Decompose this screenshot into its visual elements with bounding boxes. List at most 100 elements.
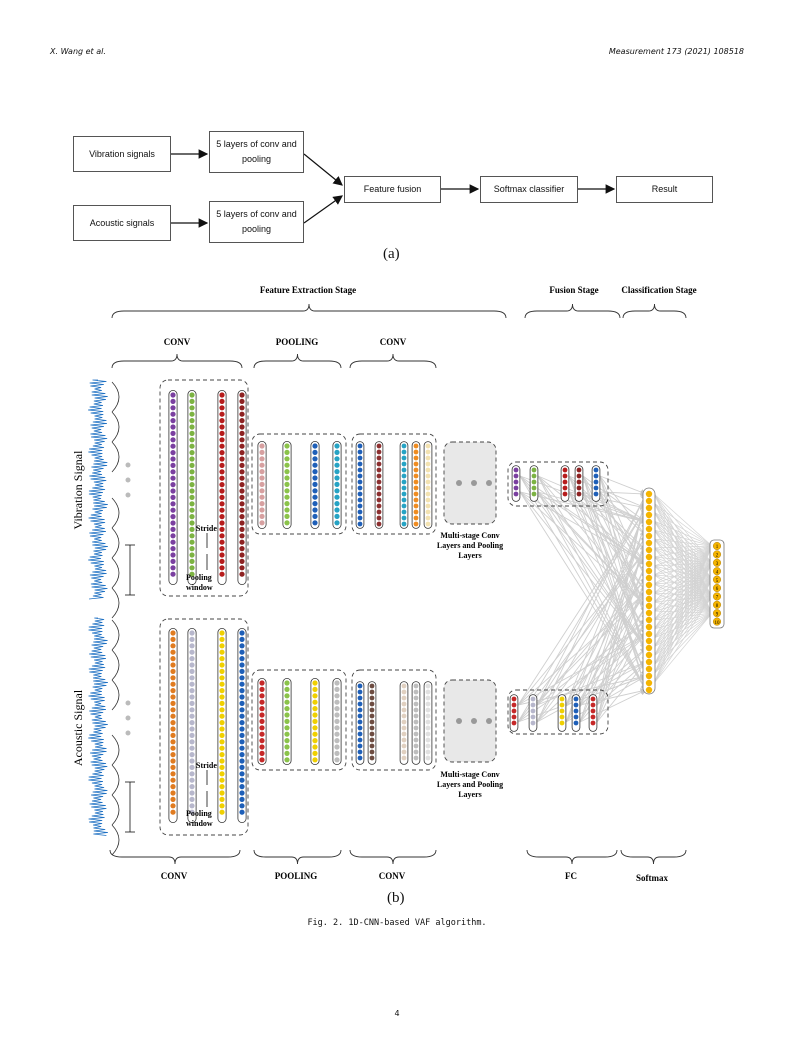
conv1-col-node <box>219 694 225 700</box>
conv1-col-node <box>239 803 245 809</box>
conv1-col-node <box>239 681 245 687</box>
fc-col-node <box>573 714 579 720</box>
conv1-col-node <box>239 488 245 494</box>
conv2-col-node <box>369 683 375 689</box>
pool-col-node <box>334 693 340 699</box>
stage-feature-extraction: Feature Extraction Stage <box>260 285 356 295</box>
conv-pooling-box-bottom: 5 layers of conv and pooling <box>209 201 304 243</box>
conv1-col-node <box>219 494 225 500</box>
conv2-col-node <box>357 743 363 749</box>
conv2-col-node <box>413 683 419 689</box>
fc-connection <box>596 493 648 706</box>
pool-col-node <box>334 744 340 750</box>
conv1-col-node <box>219 514 225 520</box>
conv1-col-node <box>189 558 195 565</box>
conv1-col-node <box>170 790 176 796</box>
conv1-col-node <box>189 475 195 481</box>
pool-col-node <box>312 699 318 705</box>
conv2-col-node <box>425 443 431 449</box>
conv1-col-node <box>219 430 225 436</box>
conv1-col-node <box>239 809 245 815</box>
output-class-label: 1 <box>716 545 719 550</box>
conv1-col-node <box>239 720 245 726</box>
fc-col-node <box>511 720 517 726</box>
output-class-label: 4 <box>716 570 719 575</box>
conv1-col-node <box>239 539 245 545</box>
conv2-col-node <box>425 515 431 521</box>
conv1-col-node <box>239 694 245 700</box>
subfigure-b-label: (b) <box>387 890 405 906</box>
conv1-col-node <box>239 533 245 539</box>
softmax-node <box>645 644 653 652</box>
conv2-col-frame <box>399 441 409 529</box>
conv1-col-node <box>239 726 245 732</box>
softmax-node <box>645 525 653 533</box>
conv1-col-node <box>170 475 176 481</box>
output-connection <box>653 565 713 614</box>
conv2-col-node <box>401 731 407 737</box>
conv2-col-node <box>376 473 382 479</box>
conv1-col-node <box>170 796 176 803</box>
fc-col-node <box>593 467 599 473</box>
dashed-layer-box <box>351 669 437 771</box>
conv1-col-node <box>239 405 245 411</box>
output-class-node <box>713 600 722 609</box>
conv2-col-node <box>413 461 419 467</box>
fc-col-node <box>530 708 536 714</box>
conv1-col-node <box>239 456 245 462</box>
conv1-col-node <box>219 488 225 494</box>
brace <box>349 353 437 369</box>
conv1-col-node <box>239 649 245 655</box>
output-connection <box>653 610 713 614</box>
conv-pooling-box-top: 5 layers of conv and pooling <box>209 131 304 173</box>
conv2-col-node <box>401 695 407 701</box>
conv1-col-node <box>189 552 195 558</box>
fc-connection <box>596 661 647 723</box>
conv1-col-node <box>170 392 176 398</box>
pool-col-node <box>312 456 318 462</box>
pool-col-node <box>284 462 290 468</box>
conv1-col-node <box>239 790 245 796</box>
pool-col-node <box>259 488 265 494</box>
conv1-col-node <box>170 552 176 558</box>
layer-label-fc: FC <box>565 871 577 881</box>
pooling-window-label-bottom-2: window <box>186 819 213 828</box>
pool-col-node <box>312 494 318 500</box>
fc-col-node <box>593 473 599 479</box>
conv2-col-node <box>357 701 363 707</box>
conv1-col-node <box>239 526 245 533</box>
conv2-col-node <box>413 455 419 461</box>
pool-col-node <box>284 501 290 507</box>
layer-label-conv-top: CONV <box>164 337 191 347</box>
pool-col-node <box>312 757 318 763</box>
pool-col-node <box>284 481 290 487</box>
conv1-col-node <box>189 424 195 430</box>
pool-col-node <box>312 443 318 449</box>
conv2-col-node <box>357 713 363 719</box>
output-connection <box>653 545 713 675</box>
conv1-col-node <box>239 784 245 790</box>
conv2-col-node <box>413 713 419 719</box>
pool-col-node <box>259 680 265 686</box>
conv1-col-node <box>170 649 176 655</box>
conv1-col-node <box>219 558 225 565</box>
output-connection <box>653 562 713 684</box>
conv1-col-node <box>219 520 225 526</box>
output-connection <box>653 502 713 547</box>
conv2-col-node <box>425 683 431 689</box>
pool-col-node <box>312 449 318 455</box>
conv1-col-node <box>189 668 195 675</box>
conv1-col-node <box>219 688 225 694</box>
result-label: Result <box>651 184 678 194</box>
conv1-col-node <box>189 456 195 462</box>
fc-col-node <box>531 479 537 485</box>
conv2-col-node <box>357 689 363 695</box>
fc-col-node <box>562 467 568 473</box>
conv2-col-node <box>413 725 419 731</box>
output-connection <box>653 596 713 612</box>
conv1-col-node <box>219 707 225 713</box>
conv2-col-node <box>425 725 431 731</box>
conv1-col-node <box>170 675 176 681</box>
fc-col-node <box>531 473 537 479</box>
conv1-col-node <box>170 803 176 809</box>
